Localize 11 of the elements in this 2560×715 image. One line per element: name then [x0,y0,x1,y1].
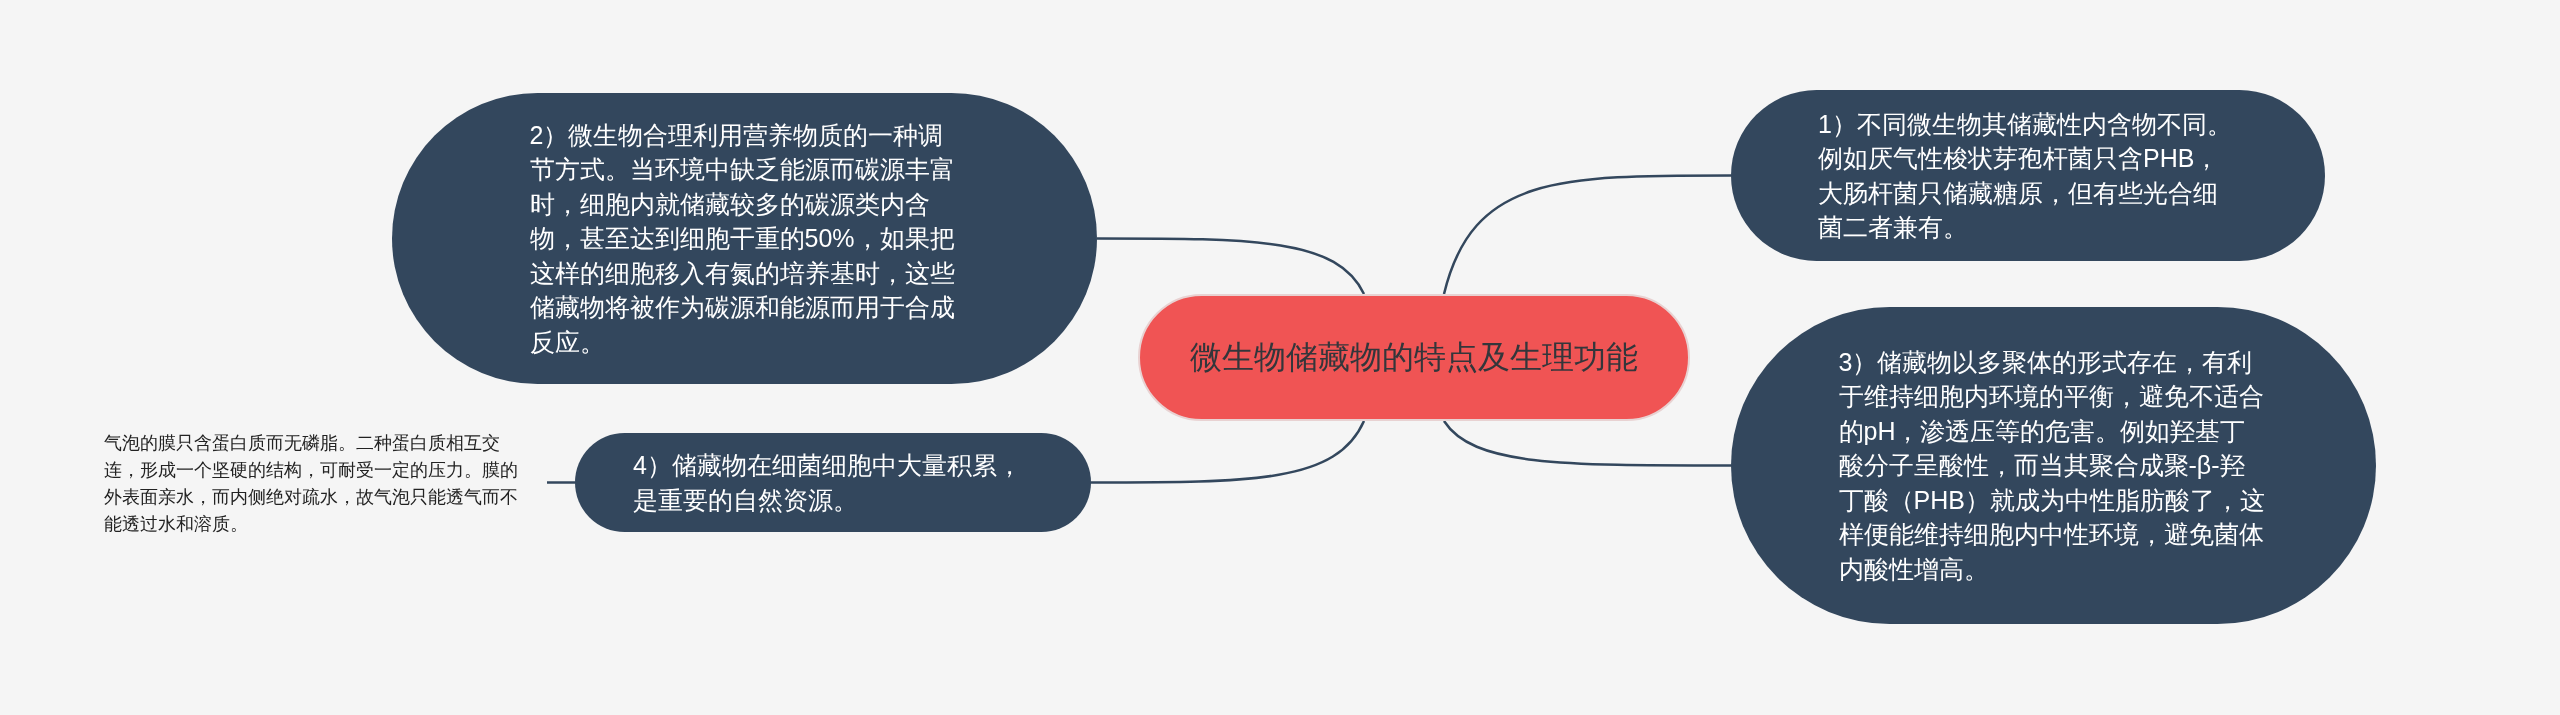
connector-line [1443,420,1731,467]
node-text: 2）微生物合理利用营养物质的一种调节方式。当环境中缺乏能源而碳源丰富时，细胞内就储藏较多的碳源类内含物，甚至达到细胞干重的50%，如果把这样的细胞移入有氮的培养基时，这些储藏物将被作为碳源和能源而用于合成反应。 [529,119,956,358]
node-text: 微生物储藏物的特点及生理功能 [1189,338,1639,378]
connector-line [547,481,575,484]
connector-line [1442,174,1731,295]
connector-line [1097,237,1366,295]
node-text: 1）不同微生物其储藏性内含物不同。例如厌气性梭状芽孢杆菌只含PHB，大肠杆菌只储藏糖原，但有些光合细菌二者兼有。 [1818,108,2233,243]
note-text: 气泡的膜只含蛋白质而无磷脂。二种蛋白质相互交连，形成一个坚硬的结构，可耐受一定的压力。膜的外表面亲水，而内侧绝对疏水，故气泡只能透气而不能透过水和溶质。 [103,431,519,536]
node-text: 3）储藏物以多聚体的形式存在，有利于维持细胞内环境的平衡，避免不适合的pH，渗透压等的危害。例如羟基丁酸分子呈酸性，而当其聚合成聚-β-羟丁酸（PHB）就成为中性脂肪酸了，这样便能维持细胞内中性环境，避免菌体内酸性增高。 [1838,346,2266,585]
node-text: 4）储藏物在细菌细胞中大量积累，是重要的自然资源。 [633,450,1023,516]
connector-line [1091,420,1366,484]
